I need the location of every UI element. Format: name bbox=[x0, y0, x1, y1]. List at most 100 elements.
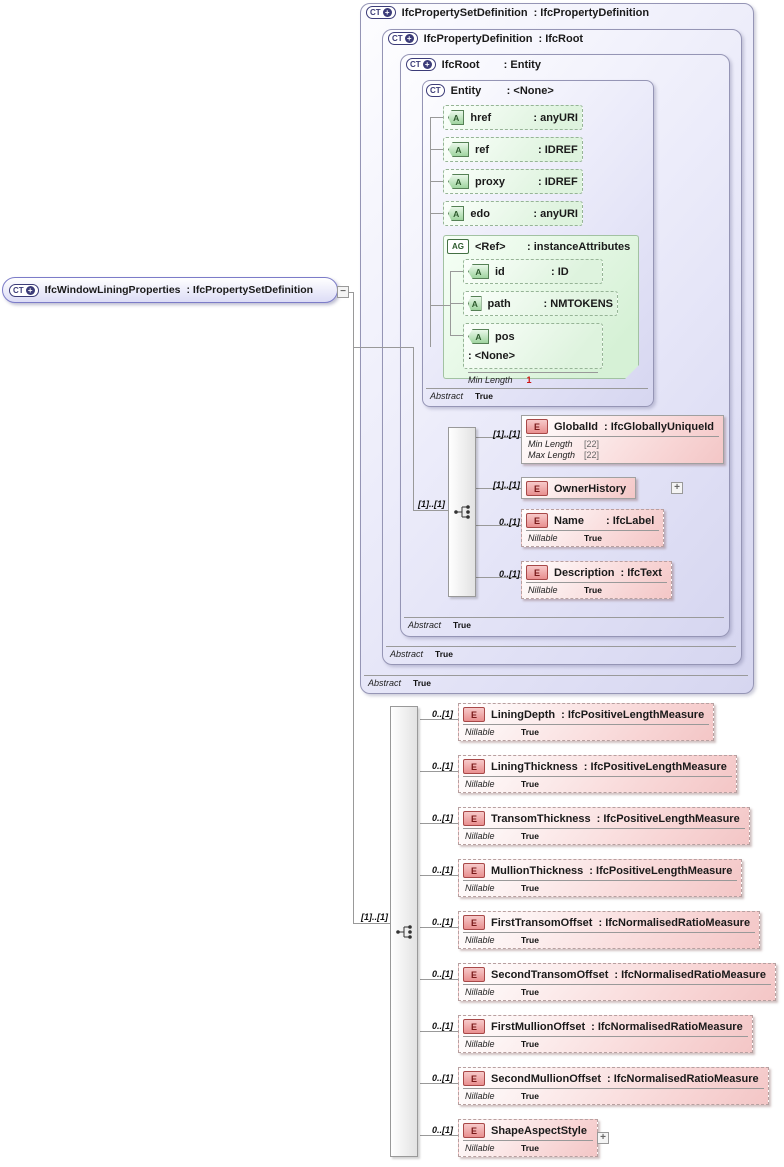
cardinality-label: [1]..[1] bbox=[493, 429, 520, 439]
connector bbox=[430, 149, 443, 150]
ct-name: IfcPropertySetDefinition bbox=[401, 6, 528, 19]
element-name: SecondTransomOffset bbox=[491, 968, 609, 981]
collapse-minus-icon[interactable]: − bbox=[337, 286, 349, 298]
expand-plus-icon[interactable]: + bbox=[597, 1132, 609, 1144]
cardinality-label: 0..[1] bbox=[431, 709, 453, 719]
connector bbox=[476, 437, 521, 438]
element-type: : IfcNormalisedRatioMeasure bbox=[591, 1020, 743, 1033]
attribute-edo[interactable]: A edo : anyURI bbox=[443, 201, 583, 226]
element-TransomThickness[interactable]: E TransomThickness : IfcPositiveLengthMe… bbox=[458, 807, 750, 845]
attr-type: : IDREF bbox=[538, 175, 578, 188]
element-icon: E bbox=[463, 863, 485, 878]
cardinality-label: [1]..[1] bbox=[361, 912, 388, 922]
ct-name: Entity bbox=[450, 84, 482, 97]
sequence-bar[interactable] bbox=[448, 427, 476, 597]
connector bbox=[420, 1031, 458, 1032]
ct-type: : Entity bbox=[503, 58, 541, 71]
complextype-icon: CT+ bbox=[388, 32, 418, 45]
element-name: LiningThickness bbox=[491, 760, 578, 773]
attr-name: edo bbox=[470, 207, 490, 220]
element-name: SecondMullionOffset bbox=[491, 1072, 601, 1085]
element-icon: E bbox=[463, 1123, 485, 1138]
attribute-icon: A bbox=[468, 296, 482, 311]
ag-name: <Ref> bbox=[475, 240, 506, 253]
sequence-bar[interactable] bbox=[390, 706, 418, 1157]
element-icon: E bbox=[526, 513, 548, 528]
element-type: : IfcPositiveLengthMeasure bbox=[589, 864, 733, 877]
element-LiningThickness[interactable]: E LiningThickness : IfcPositiveLengthMea… bbox=[458, 755, 737, 793]
connector bbox=[450, 271, 463, 272]
connector bbox=[413, 510, 448, 511]
cardinality-label: 0..[1] bbox=[431, 865, 453, 875]
element-type: : IfcGloballyUniqueId bbox=[604, 420, 715, 433]
cardinality-label: 0..[1] bbox=[431, 761, 453, 771]
connector bbox=[430, 181, 443, 182]
expand-plus-icon[interactable]: + bbox=[671, 482, 683, 494]
element-type: : IfcLabel bbox=[606, 514, 655, 527]
attribute-ref[interactable]: A ref : IDREF bbox=[443, 137, 583, 162]
cardinality-label: 0..[1] bbox=[431, 1021, 453, 1031]
attribute-icon: A bbox=[448, 174, 469, 189]
connector bbox=[420, 823, 458, 824]
attribute-id[interactable]: A id : ID bbox=[463, 259, 603, 284]
element-IfcWindowLiningProperties[interactable]: CT+ IfcWindowLiningProperties : IfcPrope… bbox=[2, 277, 338, 303]
element-type: : IfcPositiveLengthMeasure bbox=[583, 760, 727, 773]
element-icon: E bbox=[463, 707, 485, 722]
attribute-path[interactable]: A path : NMTOKENS bbox=[463, 291, 618, 316]
attribute-pos[interactable]: A pos : <None> Min Length 1 bbox=[463, 323, 603, 385]
element-GlobalId[interactable]: E GlobalId : IfcGloballyUniqueId Min Len… bbox=[521, 415, 725, 464]
sequence-icon bbox=[453, 505, 470, 519]
connector bbox=[450, 303, 463, 304]
element-OwnerHistory[interactable]: E OwnerHistory bbox=[521, 477, 637, 499]
divider bbox=[364, 675, 748, 676]
header-Ref-group: AG <Ref> : instanceAttributes bbox=[447, 239, 630, 254]
element-type: : IfcPositiveLengthMeasure bbox=[561, 708, 705, 721]
element-LiningDepth[interactable]: E LiningDepth : IfcPositiveLengthMeasure… bbox=[458, 703, 715, 741]
ct-name: IfcPropertyDefinition bbox=[423, 32, 533, 45]
ct-type: : IfcPropertyDefinition bbox=[533, 6, 650, 19]
element-FirstMullionOffset[interactable]: E FirstMullionOffset : IfcNormalisedRati… bbox=[458, 1015, 753, 1053]
element-icon: E bbox=[463, 1019, 485, 1034]
element-SecondTransomOffset[interactable]: E SecondTransomOffset : IfcNormalisedRat… bbox=[458, 963, 776, 1001]
connector bbox=[476, 488, 521, 489]
connector bbox=[476, 577, 521, 578]
element-SecondMullionOffset[interactable]: E SecondMullionOffset : IfcNormalisedRat… bbox=[458, 1067, 769, 1105]
divider bbox=[426, 388, 648, 389]
facets: Min Length[22] Max Length[22] bbox=[526, 436, 720, 461]
connector bbox=[420, 1135, 458, 1136]
header-Entity: CT Entity : <None> bbox=[426, 84, 554, 97]
connector bbox=[430, 117, 443, 118]
connector bbox=[420, 719, 458, 720]
connector bbox=[420, 1083, 458, 1084]
element-icon: E bbox=[463, 1071, 485, 1086]
attr-name: href bbox=[470, 111, 492, 124]
attribute-proxy[interactable]: A proxy : IDREF bbox=[443, 169, 583, 194]
element-name: GlobalId bbox=[554, 420, 598, 433]
ct-type: : <None> bbox=[506, 84, 554, 97]
attribute-icon: A bbox=[468, 329, 489, 344]
element-FirstTransomOffset[interactable]: E FirstTransomOffset : IfcNormalisedRati… bbox=[458, 911, 761, 949]
element-icon: E bbox=[526, 419, 548, 434]
element-type: : IfcNormalisedRatioMeasure bbox=[598, 916, 751, 929]
element-MullionThickness[interactable]: E MullionThickness : IfcPositiveLengthMe… bbox=[458, 859, 743, 897]
connector bbox=[353, 292, 354, 923]
element-name: ShapeAspectStyle bbox=[491, 1124, 587, 1137]
sequence-icon bbox=[395, 924, 412, 939]
attribute-href[interactable]: A href : anyURI bbox=[443, 105, 583, 130]
attribute-icon: A bbox=[448, 142, 469, 157]
connector bbox=[420, 979, 458, 980]
connector bbox=[430, 117, 431, 347]
